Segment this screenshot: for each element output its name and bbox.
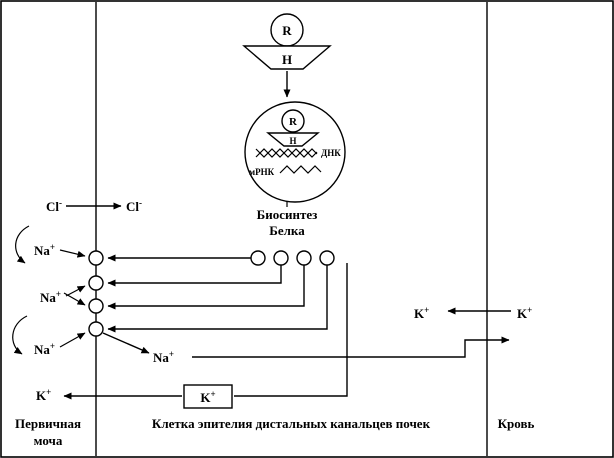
na-channel-circle [88, 275, 104, 291]
k-label-urine: K+ [36, 387, 51, 403]
na-recycle-arc-1 [15, 225, 30, 264]
na-into-cell-arrow [102, 332, 150, 354]
nucleus-hormone-label: H [289, 136, 296, 146]
k-label-blood: K+ [517, 305, 532, 321]
na-entry-arrow-4 [59, 332, 86, 348]
pump-protein-line [234, 263, 348, 397]
na-channel-circle [88, 298, 104, 314]
na-channel-circle [88, 321, 104, 337]
caption-primary-urine-line2: моча [34, 433, 63, 448]
nucleus-receptor-label: R [289, 116, 298, 128]
na-entry-arrow-1 [59, 249, 86, 258]
protein-insert-arrow-3 [107, 265, 305, 310]
nucleus-hormone-trapezoid [266, 132, 320, 147]
dna-helix-strand-2 [255, 148, 318, 158]
mrna-strand [279, 165, 322, 174]
biosynthesis-label-line1: Биосинтез [257, 207, 318, 222]
protein-insert-arrow-4 [107, 265, 328, 333]
nucleus-circle [244, 101, 346, 203]
protein-circle [250, 250, 266, 266]
dna-label: ДНК [321, 148, 341, 158]
na-label-urine-3: Na+ [34, 341, 55, 357]
na-entry-arrow-2 [65, 285, 86, 297]
cl-label-urine: Cl- [46, 198, 62, 214]
na-to-blood-arrow [192, 336, 510, 358]
na-recycle-arc-2 [12, 315, 28, 355]
na-entry-arrow-3 [63, 292, 86, 306]
mrna-label: мРНК [249, 167, 275, 177]
caption-primary-urine-line1: Первичная [15, 416, 81, 431]
nucleus-receptor-circle [281, 109, 305, 133]
na-channel-circle [88, 250, 104, 266]
na-label-urine-1: Na+ [34, 242, 55, 258]
k-label-cell: K+ [414, 305, 429, 321]
biosynthesis-label-line2: Белка [269, 223, 305, 238]
receptor-label: R [282, 23, 292, 38]
k-label-box: K+ [200, 389, 215, 405]
protein-circle [319, 250, 335, 266]
caption-cell: Клетка эпителия дистальных канальцев поч… [152, 416, 431, 431]
caption-blood: Кровь [498, 416, 535, 431]
k-pump-box [183, 384, 233, 409]
hormone-label: H [282, 52, 292, 67]
protein-insert-arrow-2 [107, 265, 282, 287]
protein-circle [296, 250, 312, 266]
na-label-urine-2: Na+ [40, 289, 61, 305]
hormone-trapezoid [242, 45, 332, 70]
cl-label-cell: Cl- [126, 198, 142, 214]
na-label-cell: Na+ [153, 349, 174, 365]
dna-helix-strand-1 [255, 148, 318, 158]
protein-circle [273, 250, 289, 266]
